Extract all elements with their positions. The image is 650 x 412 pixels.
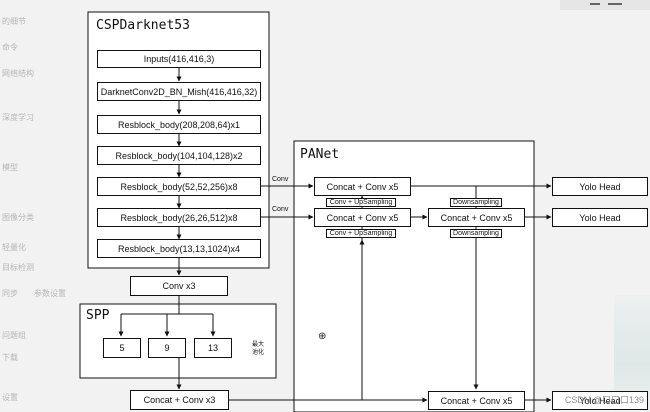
panet-downsampling-label-1: Downsampling xyxy=(450,198,502,207)
background-text: 同步 xyxy=(2,289,18,298)
backbone-block-resblock-2: Resblock_body(104,104,128)x2 xyxy=(97,146,261,165)
background-text: 网络结构 xyxy=(2,69,34,78)
backbone-block-resblock-5: Resblock_body(13,13,1024)x4 xyxy=(97,239,261,258)
background-text: 目标检测 xyxy=(2,263,34,272)
background-text: 设置 xyxy=(2,393,18,402)
panet-title: PANet xyxy=(300,147,340,162)
background-text: 命令 xyxy=(2,43,18,52)
background-text: 模型 xyxy=(2,163,18,172)
backbone-block-inputs: Inputs(416,416,3) xyxy=(97,50,261,68)
spp-pool-5: 5 xyxy=(103,338,141,358)
panet-concat-conv-4: Concat + Conv x5 xyxy=(428,391,525,410)
background-top-bar xyxy=(560,0,650,10)
panet-concat-conv-3: Concat + Conv x5 xyxy=(428,208,525,227)
spp-output-block: Concat + Conv x3 xyxy=(130,390,229,410)
backbone-block-resblock-3: Resblock_body(52,52,256)x8 xyxy=(97,177,261,196)
background-text: 下载 xyxy=(2,353,18,362)
background-dash xyxy=(608,3,622,5)
panet-conv-label-2: Conv xyxy=(272,206,289,213)
panet-downsampling-label-2: Downsampling xyxy=(450,229,502,238)
background-dash xyxy=(590,3,600,5)
cspdarknet53-title: CSPDarknet53 xyxy=(96,18,190,33)
panet-concat-conv-1: Concat + Conv x5 xyxy=(314,177,411,196)
yolo-head-2: Yolo Head xyxy=(552,208,648,227)
panet-concat-conv-2: Concat + Conv x5 xyxy=(314,208,411,227)
background-text: 的细节 xyxy=(2,17,26,26)
background-text: 轻量化 xyxy=(2,243,26,252)
neck-conv-block: Conv x3 xyxy=(130,276,228,296)
spp-pool-9: 9 xyxy=(148,338,186,358)
yolo-head-3: Yolo Head xyxy=(552,391,648,410)
panet-conv-label-1: Conv xyxy=(272,176,289,183)
backbone-block-resblock-4: Resblock_body(26,26,512)x8 xyxy=(97,208,261,227)
yolo-head-1: Yolo Head xyxy=(552,177,648,196)
background-text: 图像分类 xyxy=(2,213,34,222)
spp-title: SPP xyxy=(86,308,110,323)
background-text: 问题组 xyxy=(2,331,26,340)
backbone-block-darknetconv: DarknetConv2D_BN_Mish(416,416,32) xyxy=(97,82,261,101)
watermark: CSDN @口口口139 xyxy=(564,395,644,405)
backbone-block-resblock-1: Resblock_body(208,208,64)x1 xyxy=(97,115,261,134)
panet-upsampling-label-1: Conv + UpSampling xyxy=(326,198,396,207)
background-text: 参数设置 xyxy=(34,289,66,298)
spp-pool-13: 13 xyxy=(194,338,232,358)
zoom-cursor-icon: ⊕ xyxy=(318,331,327,342)
spp-maxpool-note: 最大 池化 xyxy=(252,341,265,356)
background-text: 深度学习 xyxy=(2,113,34,122)
panet-upsampling-label-2: Conv + UpSampling xyxy=(326,229,396,238)
